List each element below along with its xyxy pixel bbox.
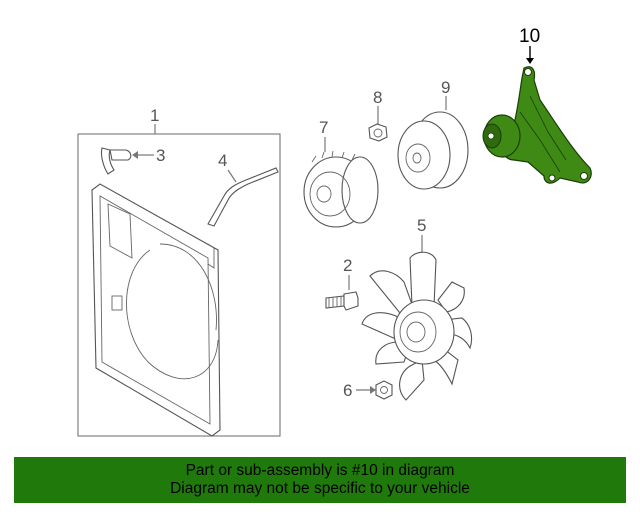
fan-clutch[interactable]: [303, 150, 379, 228]
footer-line-2: Diagram may not be specific to your vehi…: [170, 480, 470, 497]
callout-1[interactable]: 1: [150, 106, 159, 134]
pulley-part[interactable]: [397, 111, 469, 190]
tube-part[interactable]: [207, 167, 279, 227]
svg-text:3: 3: [156, 146, 165, 165]
svg-text:9: 9: [441, 78, 450, 97]
svg-text:6: 6: [343, 381, 352, 400]
bracket-assembly-10[interactable]: [482, 66, 592, 184]
nut-part-6[interactable]: [375, 380, 393, 400]
nut-part[interactable]: [368, 123, 388, 142]
callout-7[interactable]: 7: [319, 118, 328, 152]
fan-part[interactable]: [361, 251, 473, 401]
callout-2[interactable]: 2: [343, 256, 352, 290]
svg-text:8: 8: [373, 88, 382, 107]
callout-8[interactable]: 8: [373, 88, 382, 124]
footer-line-1: Part or sub-assembly is #10 in diagram: [185, 462, 455, 479]
fan-shroud-box: [77, 133, 281, 437]
callout-4[interactable]: 4: [218, 151, 237, 183]
callout-6[interactable]: 6: [343, 381, 376, 400]
svg-text:4: 4: [218, 151, 227, 170]
svg-text:1: 1: [150, 106, 159, 125]
clip-part[interactable]: [100, 147, 132, 175]
parts-diagram: 1 3 4 7 8: [77, 26, 592, 437]
callout-3[interactable]: 3: [138, 146, 165, 165]
fan-shroud[interactable]: [91, 183, 221, 437]
footer-banner: Part or sub-assembly is #10 in diagram D…: [14, 457, 626, 503]
callout-5[interactable]: 5: [417, 216, 426, 252]
callout-9[interactable]: 9: [441, 78, 450, 110]
bolt-part[interactable]: [325, 291, 359, 311]
callout-10[interactable]: 10: [519, 26, 540, 64]
arrow-3: [132, 151, 138, 159]
svg-text:7: 7: [319, 118, 328, 137]
svg-text:5: 5: [417, 216, 426, 235]
svg-text:10: 10: [519, 26, 540, 47]
svg-text:2: 2: [343, 256, 352, 275]
